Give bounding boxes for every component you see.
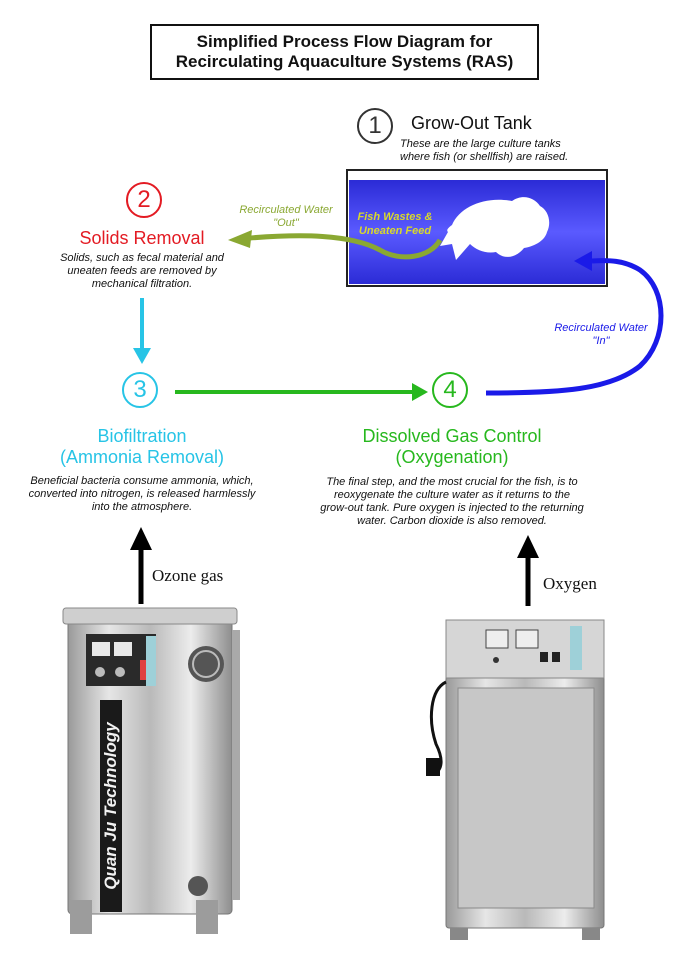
solids-removal-title: Solids Removal [79, 228, 205, 248]
step-4-badge: 4 [432, 372, 468, 408]
ozone-generator-machine [62, 607, 240, 934]
grow-out-desc-line: These are the large culture tanks [400, 138, 561, 150]
gas-control-title-line: (Oxygenation) [395, 447, 509, 467]
gas-control-description: The final step, and the most crucial for… [304, 476, 600, 528]
gas-control-title-line: Dissolved Gas Control [362, 426, 542, 446]
oxygen-input-arrow [517, 535, 539, 606]
machine-brand-label: Quan Ju Technology [101, 722, 120, 890]
in-label-line: Recirculated Water [554, 322, 648, 334]
gas-control-title: Dissolved Gas Control (Oxygenation) [330, 426, 574, 468]
out-label-line: "Out" [273, 217, 299, 229]
diagram-title-line-2: Recirculating Aquaculture Systems (RAS) [175, 52, 514, 71]
biofilter-to-gas-control-arrow [175, 383, 428, 401]
grow-out-tank-title: Grow-Out Tank [411, 113, 532, 133]
solids-desc-line: Solids, such as fecal material and [60, 252, 224, 264]
fish-silhouette-icon [440, 197, 550, 260]
biofiltration-desc-line: converted into nitrogen, is released har… [28, 488, 256, 500]
solids-removal-description: Solids, such as fecal material and uneat… [40, 252, 244, 291]
biofiltration-title-line: (Ammonia Removal) [59, 447, 225, 467]
diagram-title-box: Simplified Process Flow Diagram for Reci… [150, 24, 539, 80]
grow-out-tank-description: These are the large culture tanks where … [400, 138, 600, 164]
ozone-input-arrow [130, 527, 152, 604]
grow-out-tank [346, 169, 608, 287]
biofiltration-title: Biofiltration (Ammonia Removal) [38, 426, 246, 468]
recirculated-water-out-arrow [228, 230, 443, 260]
in-label-line: "In" [592, 335, 610, 347]
gas-control-desc-line: reoxygenate the culture water as it retu… [333, 489, 571, 501]
recirculated-water-in-arrow [485, 251, 664, 396]
gas-control-desc-line: water. Carbon dioxide is also removed. [357, 515, 547, 527]
grow-out-desc-line: where fish (or shellfish) are raised. [400, 151, 569, 163]
oxygen-label: Oxygen [543, 574, 597, 593]
tank-waste-label-line: Fish Wastes & [357, 211, 433, 223]
biofiltration-title-line: Biofiltration [97, 426, 187, 446]
solids-to-biofilter-arrow [133, 298, 151, 364]
step-1-badge: 1 [357, 108, 393, 144]
tank-waste-label-line: Uneaten Feed [358, 225, 432, 237]
gas-control-desc-line: The final step, and the most crucial for… [326, 476, 578, 488]
recirculated-water-out-label: Recirculated Water "Out" [228, 204, 344, 230]
step-3-badge: 3 [122, 372, 158, 408]
biofiltration-description: Beneficial bacteria consume ammonia, whi… [14, 475, 270, 514]
ozone-gas-label: Ozone gas [152, 566, 224, 585]
diagram-title-line-1: Simplified Process Flow Diagram for [196, 32, 493, 51]
gas-control-desc-line: grow-out tank. Pure oxygen is injected t… [320, 502, 584, 514]
tank-waste-label: Fish Wastes & Uneaten Feed [350, 210, 440, 238]
biofiltration-desc-line: Beneficial bacteria consume ammonia, whi… [30, 475, 254, 487]
step-2-badge: 2 [126, 182, 162, 218]
solids-desc-line: mechanical filtration. [91, 278, 193, 290]
solids-desc-line: uneaten feeds are removed by [67, 265, 217, 277]
recirculated-water-in-label: Recirculated Water "In" [546, 322, 656, 348]
oxygen-generator-machine [426, 619, 605, 940]
biofiltration-desc-line: into the atmosphere. [91, 501, 193, 513]
out-label-line: Recirculated Water [239, 204, 333, 216]
